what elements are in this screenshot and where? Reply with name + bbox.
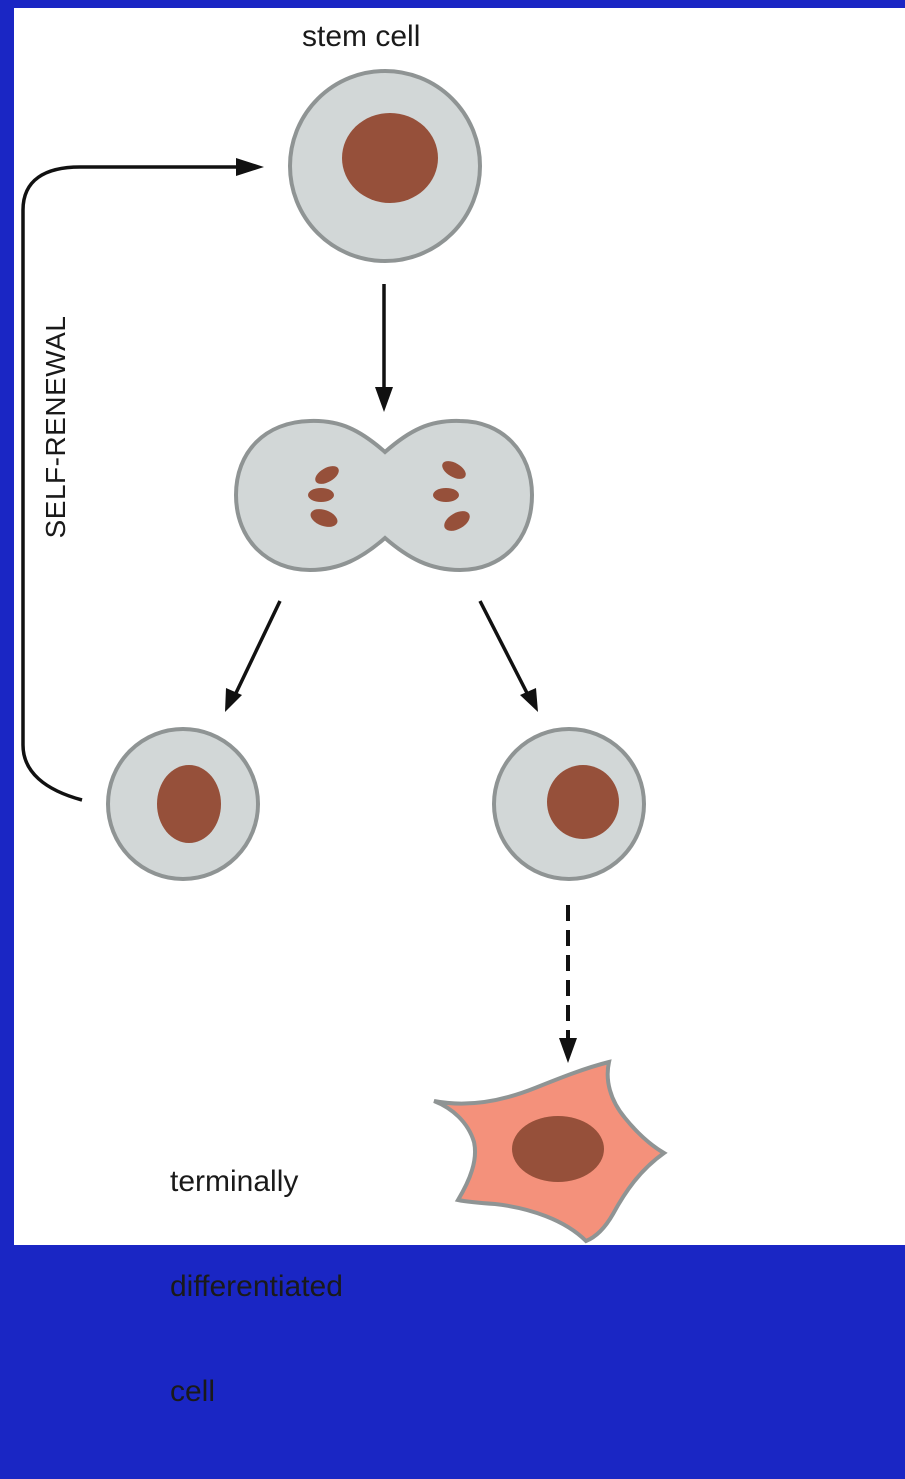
chromosome bbox=[310, 509, 338, 527]
chromosome bbox=[308, 488, 334, 502]
left-daughter-arrowhead bbox=[225, 688, 242, 712]
self-renewal-loop-arrow bbox=[21, 165, 248, 802]
slide: stem cell SELF-RENEWAL terminally differ… bbox=[14, 8, 905, 1408]
terminal-label-line-1: terminally bbox=[170, 1165, 299, 1198]
chromosome bbox=[315, 466, 339, 484]
chromosome bbox=[433, 488, 459, 502]
division-arrowhead bbox=[375, 387, 393, 412]
right-daughter-arrowhead bbox=[520, 688, 538, 712]
self-renewal-label-box: SELF-RENEWAL bbox=[36, 275, 76, 580]
chromosome bbox=[442, 461, 466, 479]
stem-cell-diagram bbox=[21, 69, 668, 1244]
stem-cell-nucleus bbox=[342, 113, 438, 203]
terminally-differentiated-cell bbox=[433, 1059, 668, 1244]
left-daughter-arrow bbox=[234, 600, 282, 694]
terminal-label-line-2: differentiated bbox=[170, 1270, 343, 1303]
differentiated-cell-nucleus bbox=[512, 1116, 604, 1182]
chromosome bbox=[444, 511, 470, 531]
dividing-cell bbox=[233, 418, 535, 573]
differentiation-arrowhead bbox=[559, 1038, 577, 1063]
right-daughter-arrow bbox=[478, 600, 529, 694]
self-renewed-stem-cell bbox=[106, 727, 260, 881]
dividing-cell-body bbox=[233, 418, 535, 573]
self-renewal-arrowhead bbox=[236, 158, 264, 176]
terminal-label-line-3: cell bbox=[170, 1375, 216, 1408]
differentiating-daughter-cell bbox=[492, 727, 646, 881]
terminally-differentiated-cell-label: terminally differentiated cell bbox=[170, 1094, 343, 1479]
daughter-cell-nucleus bbox=[547, 765, 619, 839]
self-renewal-label: SELF-RENEWAL bbox=[40, 315, 71, 539]
stem-cell-label: stem cell bbox=[302, 20, 421, 53]
daughter-cell-nucleus bbox=[157, 765, 221, 843]
stem-cell bbox=[288, 69, 482, 263]
